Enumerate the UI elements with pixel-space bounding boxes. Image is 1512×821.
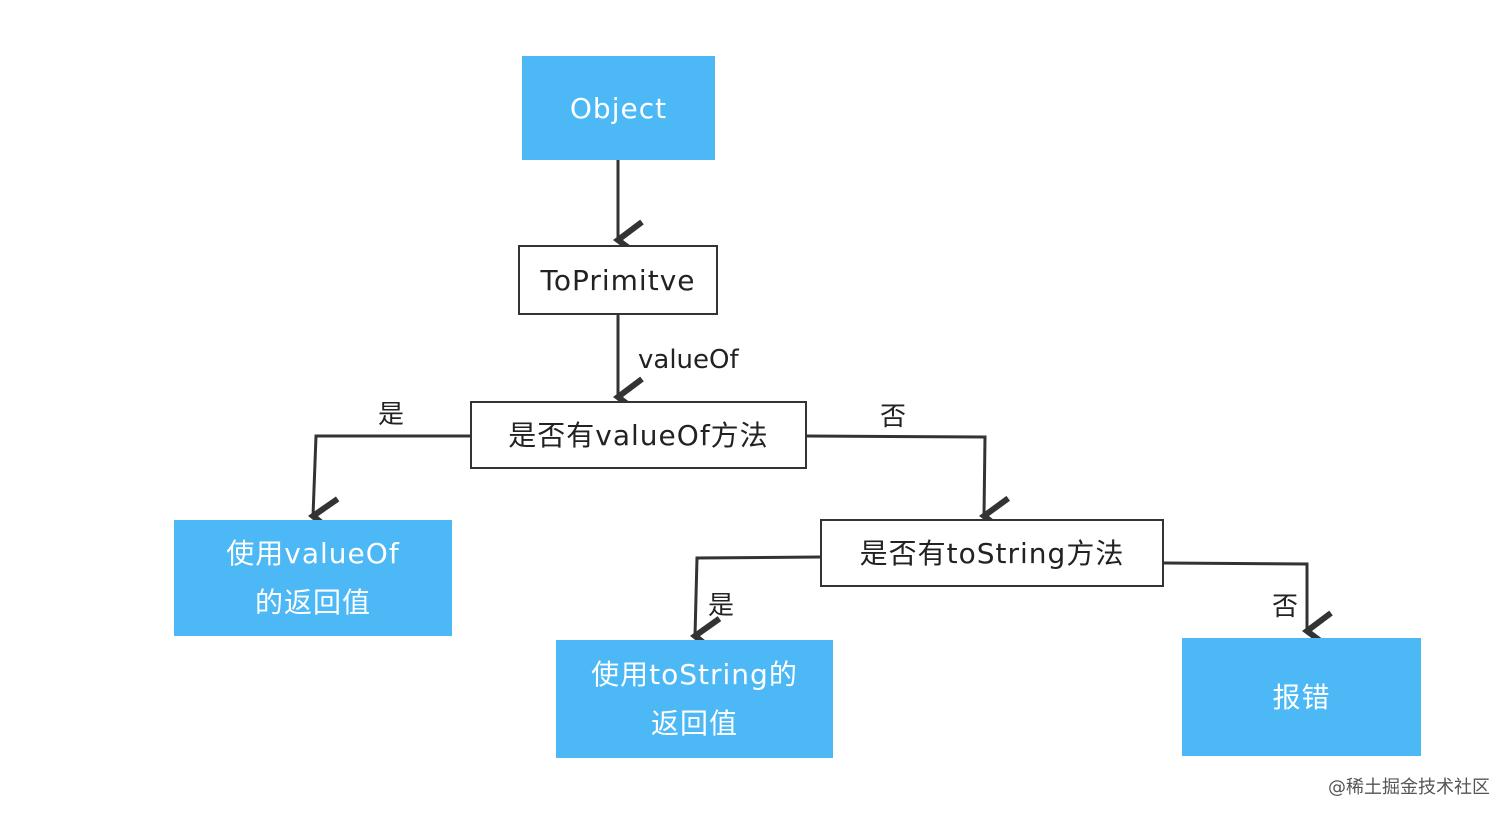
edge-has-valueof-yes bbox=[308, 434, 472, 538]
node-object: Object bbox=[522, 56, 715, 160]
node-error-label: 报错 bbox=[1272, 680, 1331, 714]
node-error: 报错 bbox=[1182, 638, 1421, 756]
edge-has-valueof-no bbox=[804, 434, 1010, 537]
edge-label-yes-tostring: 是 bbox=[708, 591, 735, 621]
edge-label-yes-left: 是 bbox=[378, 400, 405, 430]
watermark: @稀土掘金技术社区 bbox=[1328, 777, 1490, 798]
edge-has-tostring-yes bbox=[690, 555, 822, 657]
node-use-tostring: 使用toString的 返回值 bbox=[556, 640, 833, 758]
edge-label-no-tostring: 否 bbox=[1272, 592, 1299, 622]
edge-label-no-right: 否 bbox=[880, 402, 907, 432]
node-use-valueof-line1: 使用valueOf bbox=[226, 537, 400, 570]
node-has-tostring: 是否有toString方法 bbox=[820, 519, 1164, 587]
node-has-valueof-label: 是否有valueOf方法 bbox=[508, 418, 769, 452]
node-has-tostring-label: 是否有toString方法 bbox=[859, 536, 1125, 570]
node-use-tostring-line1: 使用toString的 bbox=[591, 658, 798, 691]
node-use-valueof-line2: 的返回值 bbox=[254, 586, 371, 619]
node-object-label: Object bbox=[569, 91, 668, 125]
node-toprimitive: ToPrimitve bbox=[518, 245, 718, 315]
node-use-tostring-line2: 返回值 bbox=[650, 707, 738, 740]
edge-has-tostring-no bbox=[1162, 561, 1333, 652]
node-use-valueof: 使用valueOf 的返回值 bbox=[174, 520, 452, 636]
node-toprimitive-label: ToPrimitve bbox=[540, 263, 696, 297]
node-has-valueof: 是否有valueOf方法 bbox=[470, 401, 807, 469]
edge-label-valueof: valueOf bbox=[638, 345, 739, 375]
